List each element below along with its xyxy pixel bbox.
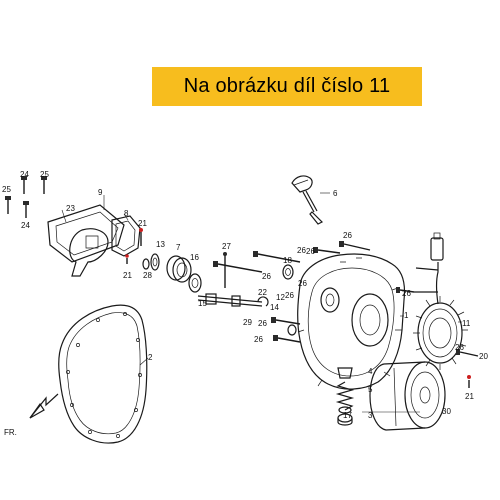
label-5: 5: [368, 385, 373, 394]
label-21: 21: [138, 219, 147, 228]
label-25: 25: [2, 185, 11, 194]
part-number-banner: Na obrázku díl číslo 11: [152, 67, 422, 106]
bolt-26g: [396, 287, 415, 293]
label-14: 14: [270, 303, 279, 312]
label-26-j: 26: [455, 343, 464, 352]
label-18: 18: [283, 256, 292, 265]
front-direction-arrow: [29, 393, 59, 419]
oring-12: [287, 324, 297, 336]
label-24: 24: [20, 170, 29, 179]
washer-28: [142, 258, 150, 270]
clip-22: [257, 296, 269, 307]
label-26-e: 26: [285, 291, 294, 300]
label-21-c: 21: [465, 392, 474, 401]
bolt-26e: [271, 317, 301, 325]
leader-lines: [61, 192, 462, 413]
cover-gasket: [111, 215, 141, 257]
bolt-21b: [125, 254, 129, 264]
label-16: 16: [190, 253, 199, 262]
label-2: 2: [148, 353, 153, 362]
label-25-b: 25: [40, 170, 49, 179]
shaft-27: [223, 252, 227, 288]
bolt-21c: [467, 375, 471, 388]
label-29: 29: [243, 318, 252, 327]
label-21-b: 21: [123, 271, 132, 280]
label-13: 13: [156, 240, 165, 249]
label-26-g: 26: [258, 319, 267, 328]
bolt-26b: [253, 251, 301, 263]
bolt-26d: [339, 241, 371, 251]
oil-plug-4: [337, 367, 353, 379]
label-7: 7: [176, 243, 181, 252]
bearing-7: [166, 255, 192, 283]
stator: [413, 296, 468, 370]
label-9: 9: [98, 188, 103, 197]
bolt-20: [456, 349, 479, 357]
flywheel: [369, 361, 446, 431]
label-26-d: 26: [343, 231, 352, 240]
seal-13: [150, 253, 160, 271]
label-26: 26: [262, 272, 271, 281]
banner-text: Na obrázku díl číslo 11: [183, 75, 391, 97]
label-26-h: 26: [254, 335, 263, 344]
bearing-16: [188, 273, 202, 293]
bolt-26c: [313, 247, 341, 254]
label-11: 11: [462, 319, 471, 328]
oil-dipstick: [291, 175, 324, 225]
crankcase-cover: [297, 253, 406, 390]
drain-plug-3: [337, 413, 353, 426]
gasket: [58, 304, 148, 444]
label-23: 23: [66, 204, 75, 213]
label-20: 20: [479, 352, 488, 361]
oring-17: [338, 406, 352, 414]
label-22: 22: [258, 288, 267, 297]
label-28: 28: [143, 271, 152, 280]
bolt-25a: [5, 196, 11, 214]
part-labels: 1 2 3 4 5 6 7 8 9 11 12 13 14 15 16 17 1…: [2, 170, 488, 437]
label-4: 4: [368, 367, 373, 376]
bolt-21a: [139, 228, 143, 246]
seal-18: [282, 264, 294, 280]
front-marker: FR.: [4, 428, 17, 437]
label-24-b: 24: [21, 221, 30, 230]
bolt-26f: [273, 335, 301, 343]
label-8: 8: [124, 209, 129, 218]
label-26-b: 26: [297, 246, 306, 255]
label-6: 6: [333, 189, 338, 198]
label-3: 3: [368, 411, 373, 420]
label-26-f: 26: [298, 279, 307, 288]
pump-shaft: [197, 293, 263, 307]
label-1: 1: [404, 311, 409, 320]
spring-5: [335, 381, 355, 411]
stator-wire-connector: [414, 232, 444, 305]
bolt-26a: [213, 261, 263, 273]
bolt-24b: [23, 201, 29, 218]
label-26-c: 26: [306, 247, 315, 256]
label-17: 17: [343, 411, 352, 420]
label-26-i: 26: [402, 289, 411, 298]
label-15: 15: [198, 299, 207, 308]
bolt-25b: [41, 176, 47, 194]
label-30: 30: [442, 407, 451, 416]
bolt-24a: [21, 176, 27, 194]
label-27: 27: [222, 242, 231, 251]
label-12: 12: [276, 293, 285, 302]
